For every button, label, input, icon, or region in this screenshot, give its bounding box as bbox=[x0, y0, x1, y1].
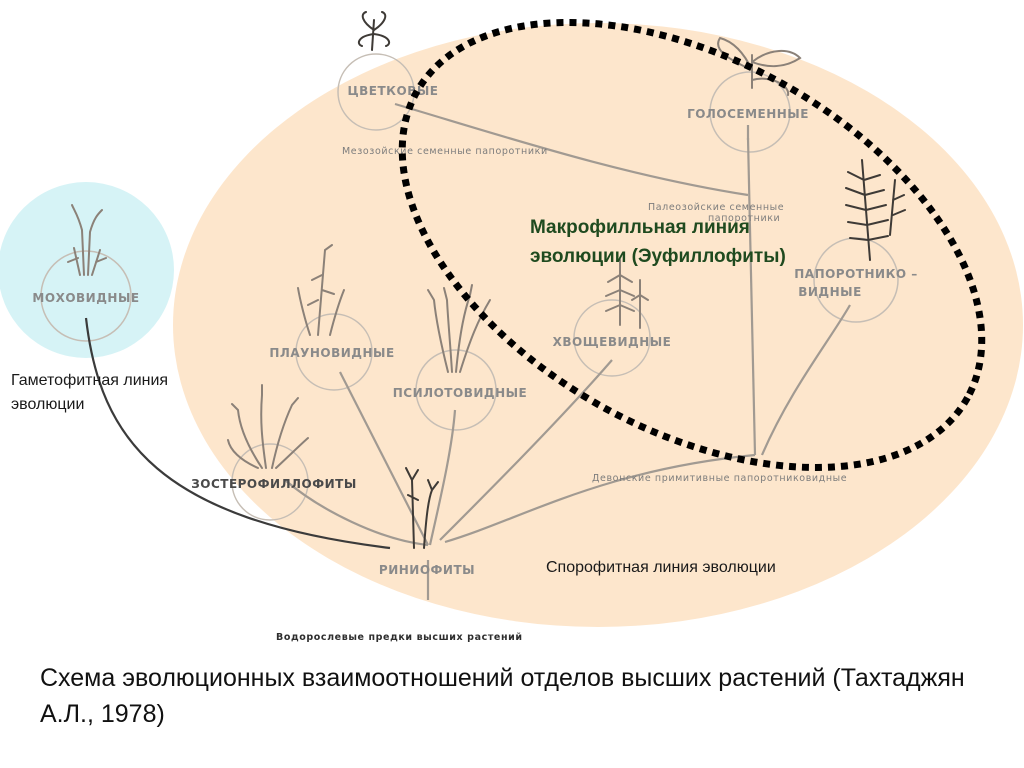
label-mosses: МОХОВИДНЫЕ bbox=[32, 291, 139, 305]
sporophyte-line-label: Спорофитная линия эволюции bbox=[546, 559, 776, 576]
label-paleozoic-ferns-1: Палеозойские семенные bbox=[648, 202, 784, 213]
label-lycopods: ПЛАУНОВИДНЫЕ bbox=[269, 346, 394, 360]
label-gymnosperms: ГОЛОСЕМЕННЫЕ bbox=[687, 107, 809, 121]
plant-sketches bbox=[67, 11, 906, 549]
label-devonian: Девонские примитивные папоротниковидные bbox=[592, 473, 847, 484]
label-horsetails: ХВОЩЕВИДНЫЕ bbox=[553, 335, 672, 349]
node-labels: ЦВЕТКОВЫЕ ГОЛОСЕМЕННЫЕ ПАПОРОТНИКО – ВИД… bbox=[32, 84, 917, 577]
branches bbox=[84, 102, 851, 600]
label-psilotes: ПСИЛОТОВИДНЫЕ bbox=[393, 386, 528, 400]
node-circles bbox=[40, 53, 899, 521]
macrophyll-outline bbox=[398, 19, 986, 471]
gametophyte-region bbox=[0, 182, 174, 358]
figure-caption: Схема эволюционных взаимоотношений отдел… bbox=[40, 664, 965, 728]
label-ferns-1: ПАПОРОТНИКО – bbox=[794, 267, 918, 281]
label-paleozoic-ferns-2: папоротники bbox=[708, 213, 780, 224]
label-mesozoic-ferns: Мезозойские семенные папоротники bbox=[342, 146, 548, 157]
gametophyte-line-label: Гаметофитная линия эволюции bbox=[11, 372, 169, 413]
label-zosterophylls: ЗОСТЕРОФИЛЛОФИТЫ bbox=[191, 477, 357, 491]
label-ferns-2: ВИДНЫЕ bbox=[798, 285, 862, 299]
label-algal-ancestors: Водорослевые предки высших растений bbox=[276, 632, 523, 643]
label-flowering: ЦВЕТКОВЫЕ bbox=[348, 84, 439, 98]
sub-labels: Мезозойские семенные папоротники Палеозо… bbox=[276, 146, 847, 643]
macrophyll-line-label: Макрофилльная линия эволюции (Эуфиллофит… bbox=[530, 217, 786, 267]
label-rhyniophytes: РИНИОФИТЫ bbox=[379, 563, 475, 577]
sporophyte-region bbox=[173, 23, 1023, 627]
